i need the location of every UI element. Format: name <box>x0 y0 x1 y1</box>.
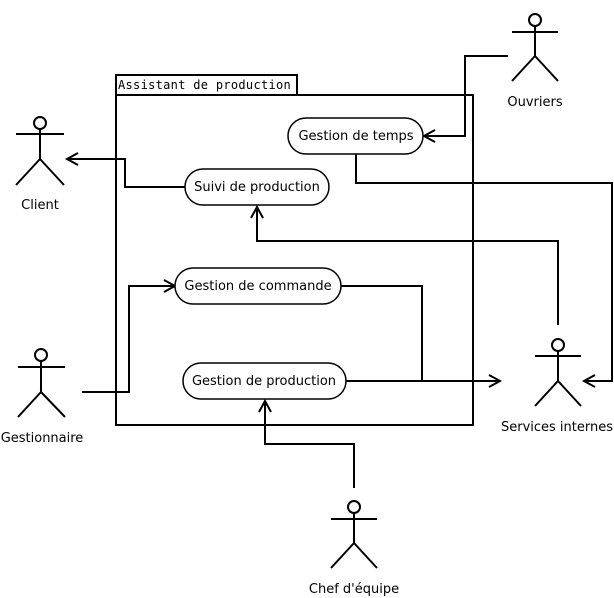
use-case-gestion-commande-label: Gestion de commande <box>184 279 331 294</box>
use-case-gestion-production: Gestion de production <box>182 362 347 400</box>
actor-chef-equipe-label: Chef d'équipe <box>309 582 399 597</box>
use-case-suivi-production-label: Suivi de production <box>194 180 320 195</box>
actor-gestionnaire: Gestionnaire <box>1 348 84 446</box>
system-title: Assistant de production <box>118 78 291 92</box>
connector-gestionnaire-commande <box>82 285 175 393</box>
use-case-suivi-production: Suivi de production <box>184 168 330 206</box>
arrowhead-services-right <box>581 374 596 388</box>
connector-gestion-temps-services <box>355 154 613 382</box>
actor-gestionnaire-label: Gestionnaire <box>1 431 84 446</box>
arrowhead-production <box>258 398 272 413</box>
connector-ouvriers-gestion-temps <box>424 55 508 137</box>
connector-commande-services <box>341 285 423 381</box>
use-case-gestion-temps: Gestion de temps <box>287 117 424 155</box>
arrowhead-gestion-temps <box>421 129 436 143</box>
stick-figure-icon <box>534 338 582 407</box>
arrowhead-services-left <box>488 374 503 388</box>
actor-services-internes-label: Services internes <box>501 420 613 435</box>
actor-services-internes: Services internes <box>501 338 613 435</box>
actor-client: Client <box>15 116 65 213</box>
arrowhead-client <box>64 152 79 166</box>
actor-ouvriers: Ouvriers <box>507 13 563 110</box>
stick-figure-icon <box>15 116 65 186</box>
system-boundary: Assistant de production <box>115 74 474 426</box>
connector-suivi-client <box>67 158 186 188</box>
system-box <box>115 94 474 426</box>
stick-figure-icon <box>511 13 559 82</box>
actor-ouvriers-label: Ouvriers <box>507 95 562 110</box>
actor-client-label: Client <box>21 198 59 213</box>
use-case-gestion-commande: Gestion de commande <box>174 267 342 305</box>
stick-figure-icon <box>330 500 378 569</box>
use-case-gestion-temps-label: Gestion de temps <box>298 129 413 144</box>
use-case-gestion-production-label: Gestion de production <box>192 374 336 389</box>
actor-chef-equipe: Chef d'équipe <box>309 500 399 597</box>
connector-chef-production <box>264 401 355 488</box>
connector-services-suivi <box>256 207 559 325</box>
stick-figure-icon <box>17 348 66 418</box>
arrowhead-suivi <box>250 204 264 219</box>
